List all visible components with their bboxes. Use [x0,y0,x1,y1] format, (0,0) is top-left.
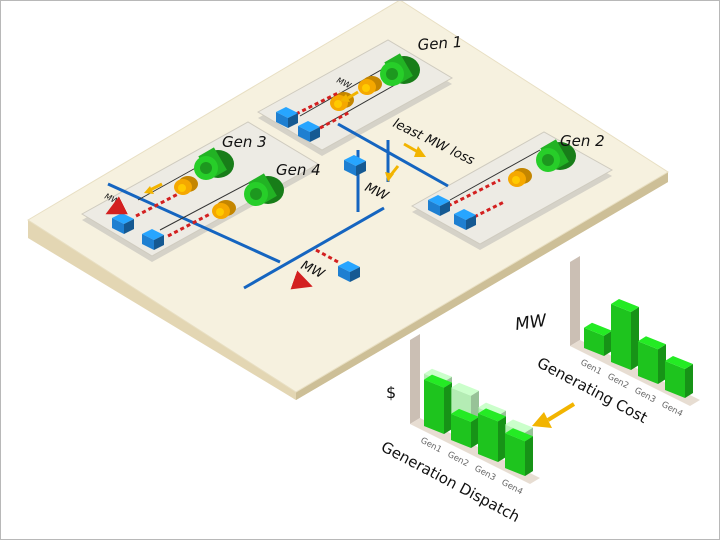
connector-line [299,65,389,117]
chart-category-label: Gen4 [500,478,525,497]
transformer-icon [112,213,134,234]
chart-category-label: Gen3 [473,464,498,483]
gen4-label: Gen 4 [276,161,321,179]
chart-category-label: Gen2 [446,450,471,469]
equipment-layer [112,53,576,282]
yellow-arrow-icon [149,182,163,192]
yellow-arrow-icon [347,90,359,100]
cost-chart-axis-label: MW [514,311,549,335]
transformer-icon [428,195,450,216]
turbine-icon [174,176,198,195]
yellow-arrow-head-icon [414,146,426,157]
gen3-gen4-station [80,121,320,262]
connector-line [159,175,263,231]
turbine-icon [358,76,382,95]
transformer-icon [344,155,366,176]
dashed-link [447,178,501,208]
yellow-arrow-icon [403,142,419,154]
bar [611,299,639,370]
transformer-icon [276,107,298,128]
dashed-link [167,212,211,238]
bar [665,356,693,398]
connector-line [449,149,541,201]
bar [451,408,479,448]
generator-icon [194,147,234,180]
chart-category-label: Gen4 [660,400,685,419]
transformer-icon [142,229,164,250]
generator-icon [244,173,284,206]
transformer-icon [298,121,320,142]
bar [478,408,506,462]
turbine-icon [508,168,532,187]
red-arrow-icon [290,270,313,290]
turbine-icon [212,200,236,219]
transformer-icon [454,209,476,230]
gen1-label: Gen 1 [417,33,463,54]
chart-wall [570,256,580,346]
chart-wall [410,334,420,424]
bar [638,336,666,384]
gen3-label: Gen 3 [222,133,267,151]
bar [424,374,452,434]
dashed-link [135,192,179,218]
generator-icon [536,139,576,172]
dispatch-chart-axis-label: $ [386,383,396,402]
bar [584,322,612,356]
flow-arrows [105,90,426,290]
dashed-link [295,90,341,116]
dashed-link [319,110,351,130]
gen2-label: Gen 2 [560,132,605,150]
bar [505,428,533,476]
generator-icon [380,53,420,86]
red-arrow-icon [105,196,128,215]
base-plate [27,0,669,400]
chart-category-label: Gen3 [633,386,658,405]
transformer-icon [338,261,360,282]
dispatch-arrow-icon [532,402,576,428]
